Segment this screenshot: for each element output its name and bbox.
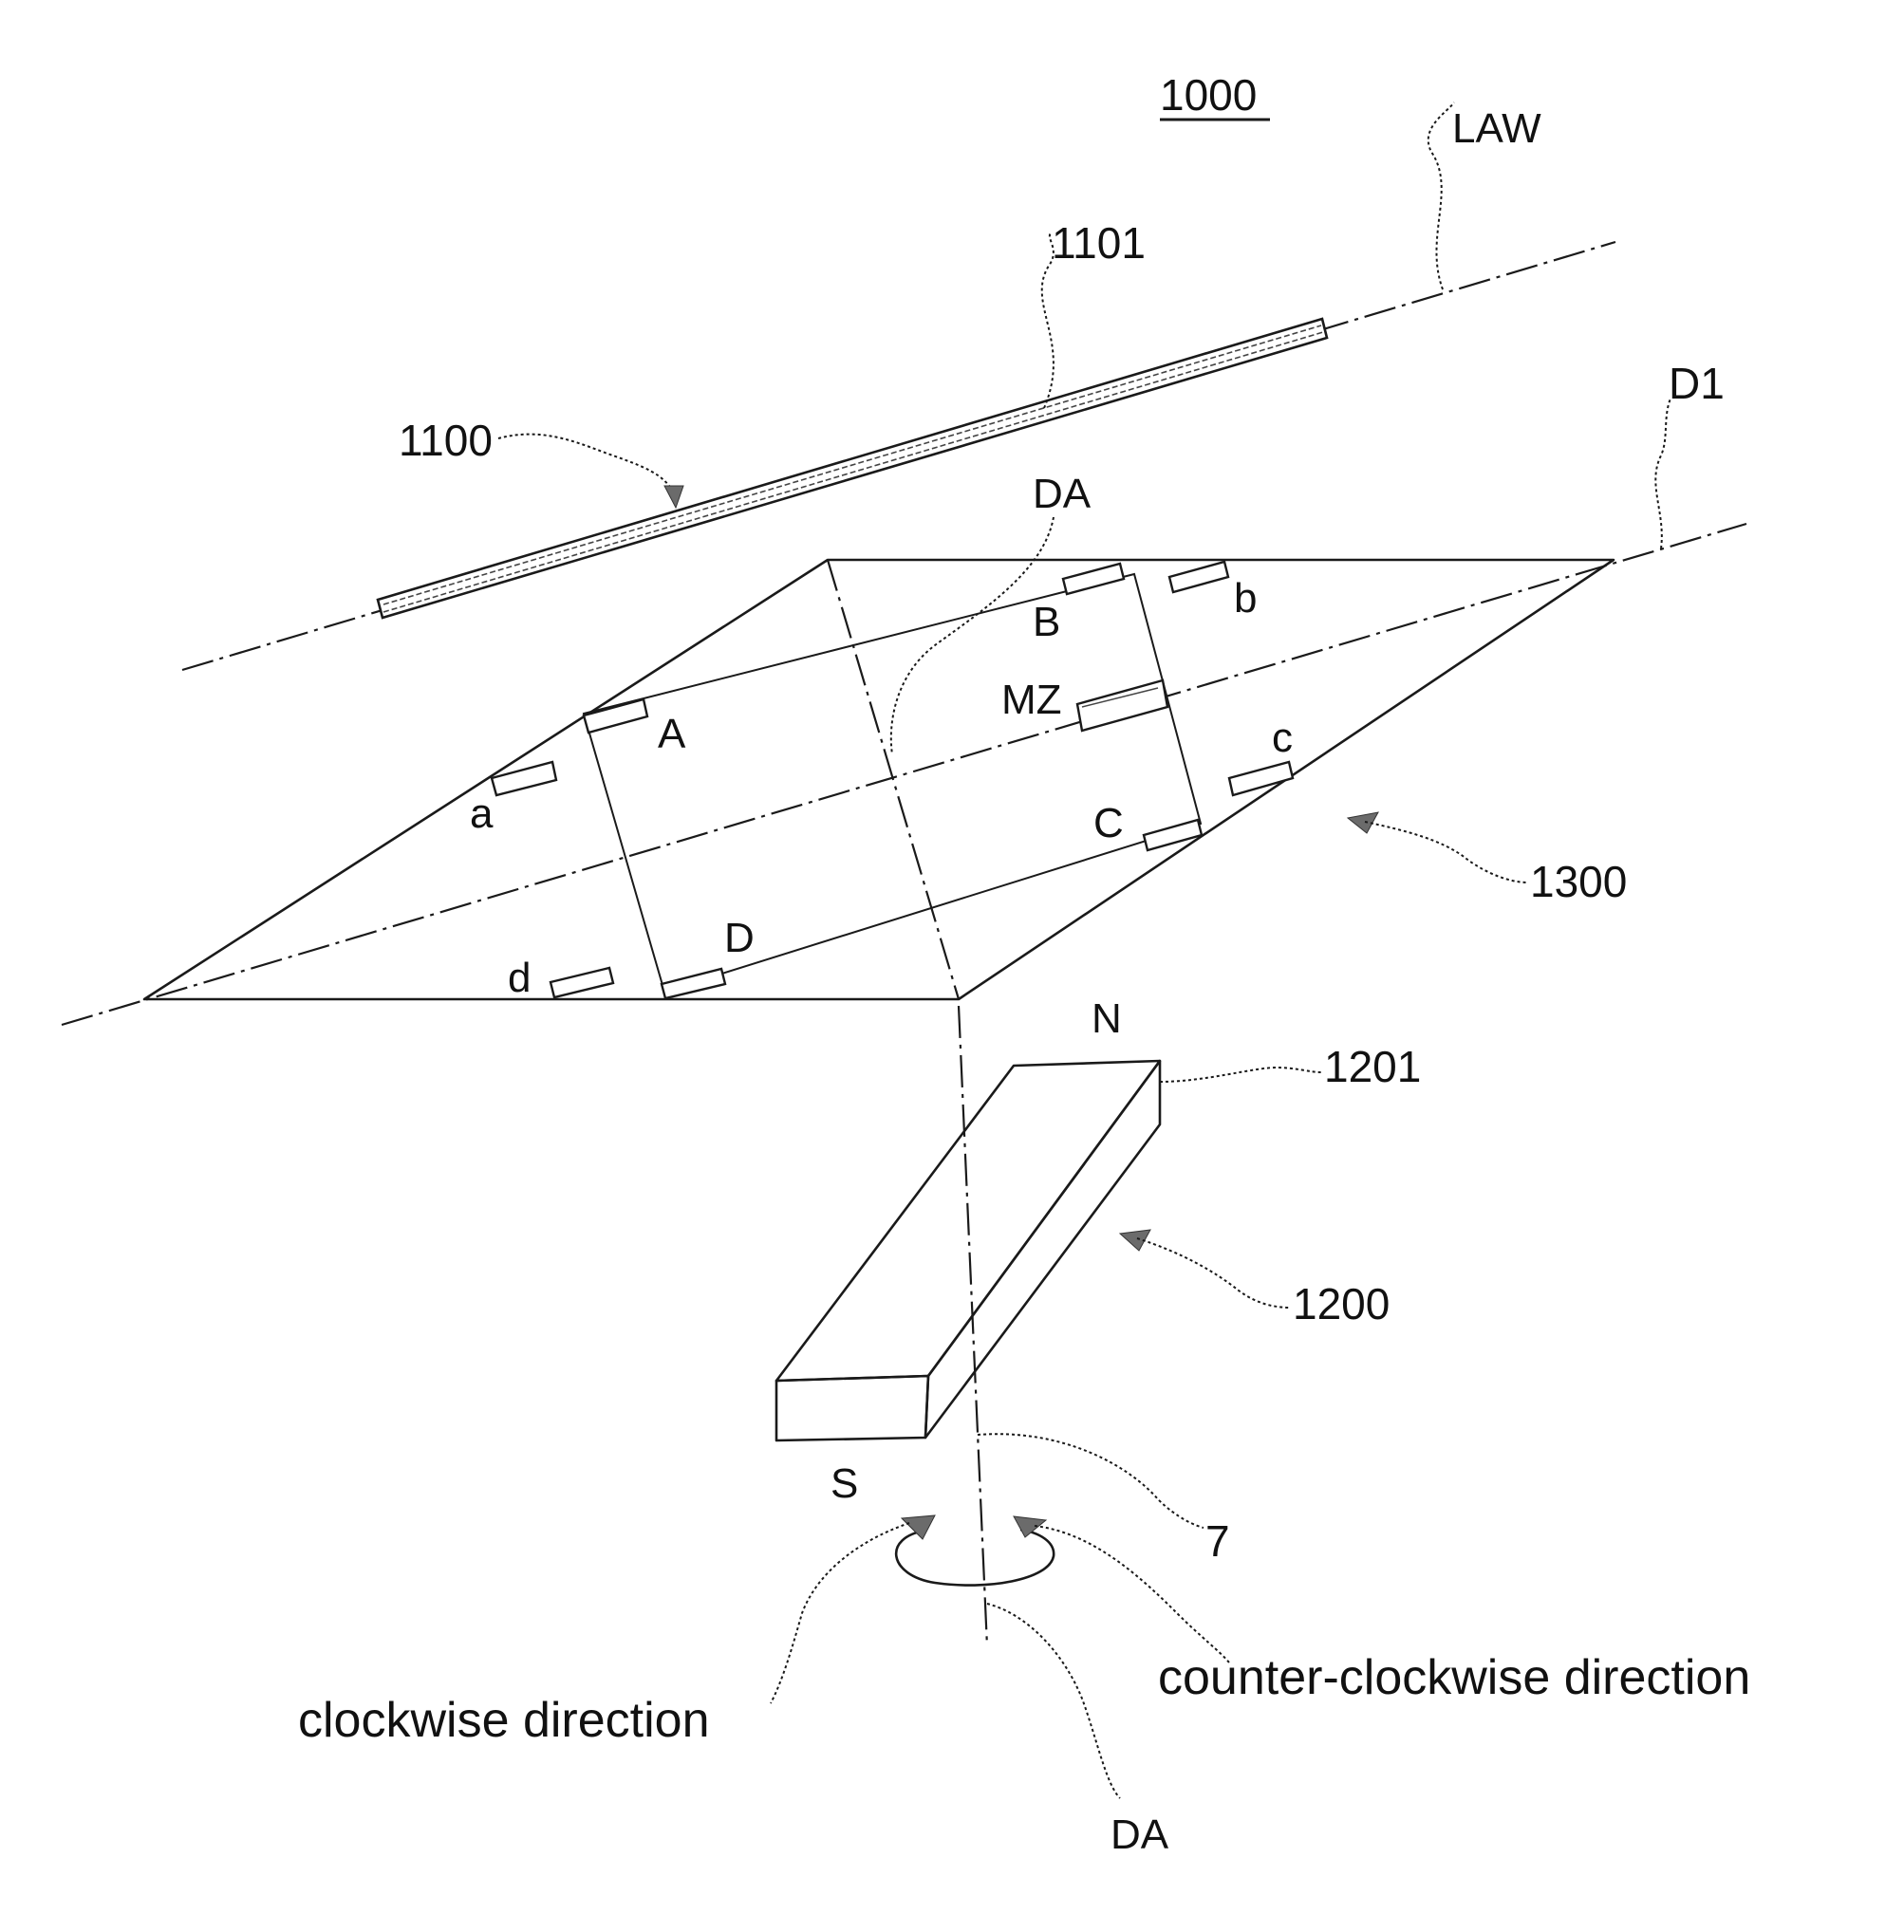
caption-counter-clockwise: counter-clockwise direction <box>1158 1650 1750 1705</box>
board-1300 <box>144 560 1614 999</box>
sensor-d <box>551 968 613 997</box>
leader-clockwise <box>771 1523 909 1703</box>
sensor-c <box>1229 762 1293 795</box>
arrowhead-1300 <box>1348 812 1378 833</box>
sensor-MZ <box>1077 680 1167 731</box>
label-south: S <box>831 1460 858 1507</box>
leader-7 <box>978 1434 1204 1528</box>
leader-da-bottom <box>987 1604 1120 1798</box>
sensor-A <box>584 699 647 733</box>
label-sensor-D: D <box>724 915 755 961</box>
leader-counter-clockwise <box>1035 1526 1229 1663</box>
arrowhead-1100 <box>664 486 683 508</box>
leader-1201 <box>1160 1068 1321 1082</box>
d1-axis-line <box>62 524 1746 1025</box>
rotation-indicator <box>896 1515 1054 1586</box>
label-1300: 1300 <box>1530 857 1627 906</box>
label-d1: D1 <box>1669 359 1725 408</box>
label-north: N <box>1092 995 1122 1042</box>
sensor-a <box>492 762 556 795</box>
figure-number: 1000 <box>1160 70 1257 120</box>
label-sensor-d: d <box>508 955 531 1001</box>
leader-1100 <box>498 435 674 493</box>
label-1200: 1200 <box>1293 1279 1390 1328</box>
magnet-1201 <box>776 1061 1160 1440</box>
sensor-b <box>1169 562 1228 592</box>
label-mz: MZ <box>1001 677 1062 723</box>
d1-leader <box>1655 399 1671 548</box>
leader-1300 <box>1365 822 1528 882</box>
label-sensor-b: b <box>1234 575 1257 622</box>
caption-clockwise: clockwise direction <box>298 1693 710 1748</box>
label-sensor-B: B <box>1033 599 1060 645</box>
label-da-bottom: DA <box>1111 1811 1169 1858</box>
sensor-B <box>1063 564 1124 594</box>
sensor-C <box>1144 820 1202 850</box>
label-sensor-c: c <box>1272 715 1293 761</box>
da-axis-lower <box>959 1006 987 1646</box>
label-1100: 1100 <box>399 416 493 465</box>
leader-1200 <box>1137 1238 1291 1308</box>
label-sensor-A: A <box>658 711 686 757</box>
label-sensor-a: a <box>470 790 494 837</box>
sensor-D <box>662 969 725 998</box>
label-1101: 1101 <box>1052 218 1146 268</box>
label-da-top: DA <box>1033 471 1092 517</box>
da-axis-board <box>828 560 959 999</box>
label-rotation-7: 7 <box>1205 1516 1230 1566</box>
label-sensor-C: C <box>1093 800 1124 846</box>
arrowhead-1200 <box>1120 1230 1150 1251</box>
label-1201: 1201 <box>1324 1042 1421 1091</box>
law-leader <box>1428 102 1454 289</box>
label-law: LAW <box>1452 105 1541 152</box>
